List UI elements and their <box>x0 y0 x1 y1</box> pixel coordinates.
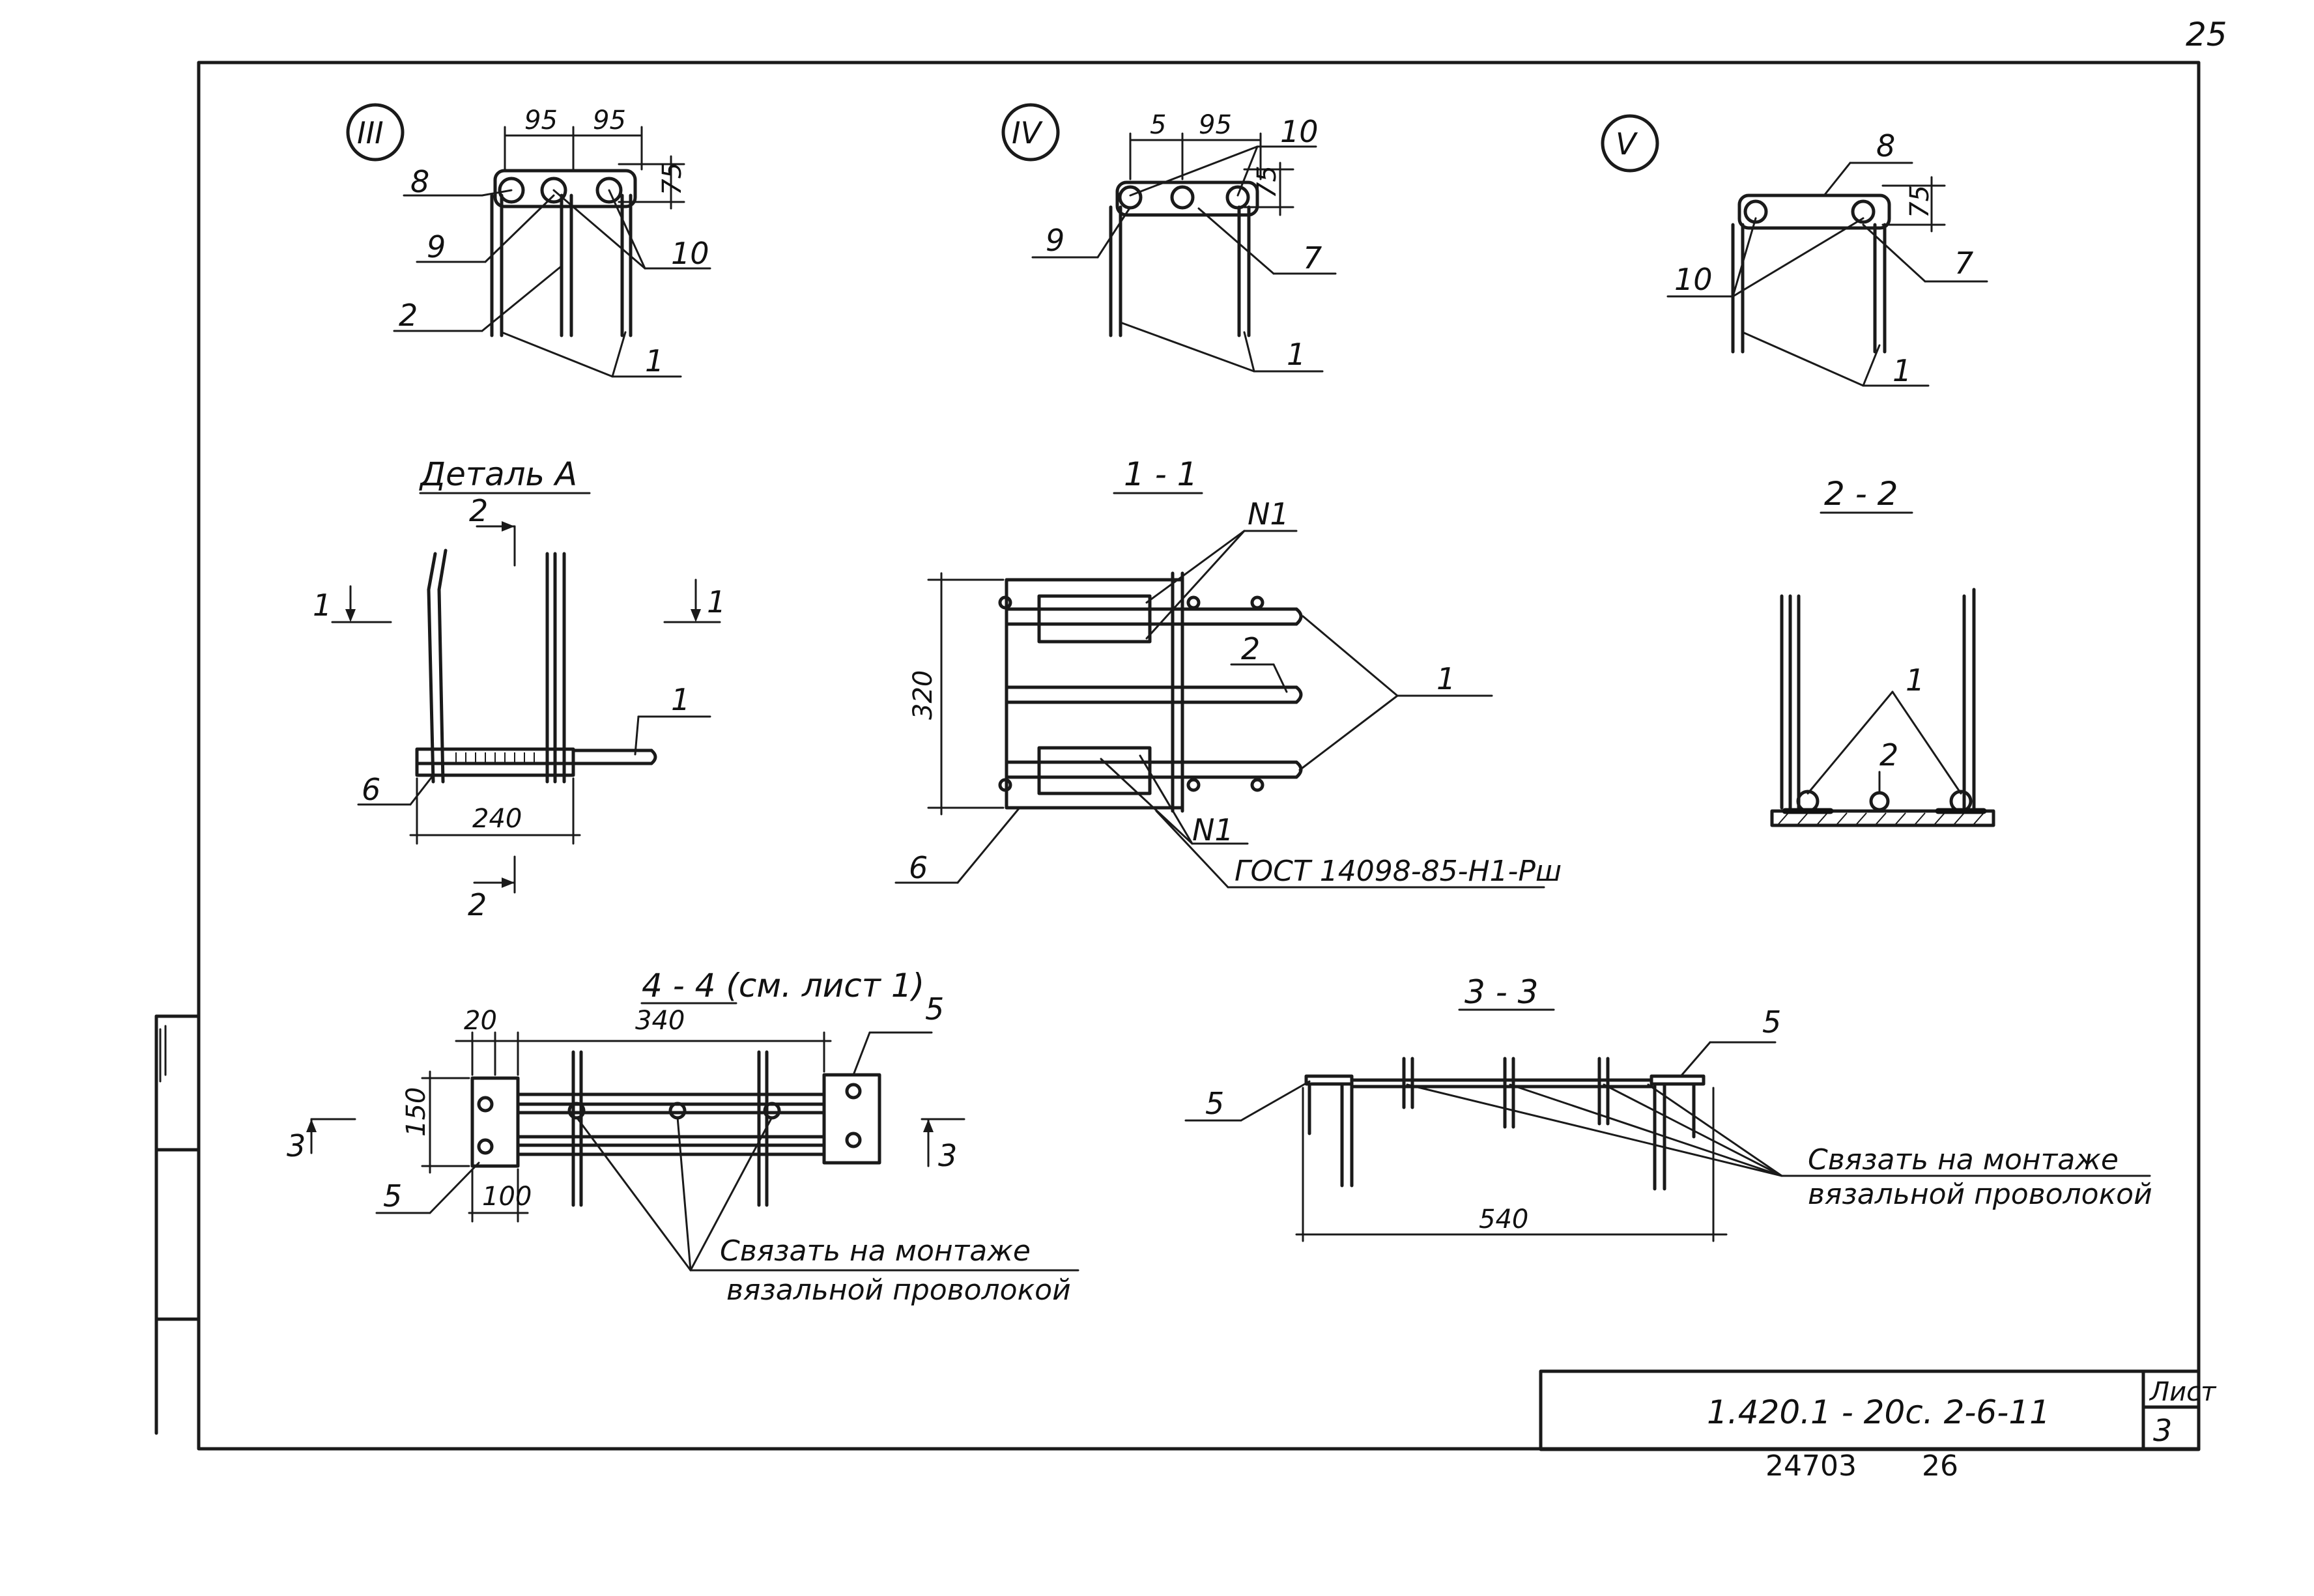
sheet-label: Лист <box>2149 1377 2217 1407</box>
drawing-label: 1 <box>1436 661 1455 696</box>
drawing-label: 6 <box>362 772 380 807</box>
detail-A-dim-240: 240 <box>472 804 522 834</box>
binding-strip <box>154 1014 201 1435</box>
detail-V: V 75 8 10 7 1 <box>1601 114 1988 388</box>
drawing-label: 2 <box>1879 737 1898 773</box>
detail-III-dim-h: 75 <box>657 162 687 195</box>
drawing-label: 1 <box>313 588 332 623</box>
drawing-label: 2 <box>468 887 487 922</box>
drawing-label: 100 <box>482 1182 532 1212</box>
drawing-label: 10 <box>1674 262 1713 297</box>
section-1-1-title: 1 - 1 <box>1124 455 1197 493</box>
drawing-label: 150 <box>401 1087 431 1137</box>
drawing-frame <box>197 61 2201 1451</box>
detail-III-dim-a: 95 <box>524 106 558 135</box>
detail-III-mark-label: III <box>357 115 384 150</box>
document-code: 1.420.1 - 20с. 2-6-11 <box>1707 1393 2050 1431</box>
section-4-4-note-1: Связать на монтаже <box>720 1234 1031 1268</box>
section-4-4-title: 4 - 4 (см. лист 1) <box>642 967 924 1005</box>
drawing-label: 20 <box>464 1006 497 1036</box>
detail-V-mark-label: V <box>1616 126 1638 162</box>
drawing-label: 1 <box>707 584 726 620</box>
section-1-1-dim-320: 320 <box>908 670 938 720</box>
section-3-3-note-1: Связать на монтаже <box>1808 1143 2119 1176</box>
section-4-4-note-2: вязальной проволокой <box>726 1274 1071 1307</box>
drawing-label: 5 <box>1150 110 1166 140</box>
drawing-label: 1 <box>1287 337 1306 372</box>
detail-A: Деталь А 2 1 1 1 <box>313 455 726 922</box>
drawing-label: N1 <box>1192 812 1234 848</box>
detail-IV-mark-label: IV <box>1012 115 1044 150</box>
drawing-label: 7 <box>1303 240 1322 276</box>
drawing-label: 3 <box>287 1128 306 1163</box>
drawing-label: 10 <box>1280 114 1319 149</box>
drawing-label: 5 <box>925 991 944 1027</box>
detail-III-dim-b: 95 <box>593 106 626 135</box>
detail-IV: IV 5 95 75 10 9 7 1 <box>1001 103 1337 373</box>
section-3-3: 3 - 3 540 5 5 Связать на монтаже <box>1184 973 2152 1242</box>
drawing-label: 5 <box>1762 1005 1781 1040</box>
detail-A-title: Деталь А <box>419 455 577 493</box>
drawing-label: 10 <box>671 236 709 271</box>
drawing-label: N1 <box>1248 496 1289 532</box>
drawing-label: 2 <box>1241 631 1260 666</box>
sheet-number: 3 <box>2153 1413 2172 1448</box>
drawing-label: 2 <box>399 298 418 333</box>
drawing-label: 1 <box>645 343 664 378</box>
drawing-label: 75 <box>1905 185 1935 218</box>
drawing-label: 95 <box>1199 110 1232 140</box>
section-2-2: 2 - 2 1 2 <box>1770 475 1995 827</box>
drawing-label: 6 <box>909 850 928 885</box>
drawing-label: 9 <box>427 229 446 264</box>
gost-reference: ГОСТ 14098-85-Н1-Рш <box>1235 855 1562 888</box>
drawing-label: 7 <box>1954 246 1973 281</box>
copy-number: 26 <box>1922 1449 1958 1483</box>
drawing-label: 340 <box>635 1006 685 1036</box>
drawing-label: 1 <box>1906 663 1924 698</box>
detail-IV-mark <box>1001 103 1060 162</box>
section-3-3-title: 3 - 3 <box>1464 973 1538 1011</box>
section-1-1: 1 - 1 320 N1 <box>894 455 1562 889</box>
section-4-4: 4 - 4 (см. лист 1) 20 340 <box>287 967 1079 1307</box>
drawing-label: 1 <box>671 682 690 717</box>
detail-V-mark <box>1601 114 1659 173</box>
title-block: 1.420.1 - 20с. 2-6-11 Лист 3 <box>1539 1369 2217 1451</box>
drawing-label: 9 <box>1046 223 1064 258</box>
drawing-label: 5 <box>383 1178 402 1214</box>
section-2-2-title: 2 - 2 <box>1824 475 1898 513</box>
drawing-label: 3 <box>938 1138 957 1173</box>
section-3-3-dim-540: 540 <box>1479 1204 1528 1234</box>
detail-III-mark <box>346 103 405 162</box>
section-3-3-note-2: вязальной проволокой <box>1808 1178 2152 1211</box>
drawing-label: 1 <box>1893 353 1911 388</box>
detail-III: III 95 95 75 8 9 2 10 1 <box>346 103 711 378</box>
drawing-label: 5 <box>1205 1086 1224 1121</box>
inventory-number: 24703 <box>1765 1449 1857 1483</box>
page-number: 25 <box>2186 16 2227 53</box>
drawing-label: 8 <box>410 164 429 199</box>
drawing-label: 2 <box>469 493 488 528</box>
drawing-label: 8 <box>1876 128 1895 164</box>
